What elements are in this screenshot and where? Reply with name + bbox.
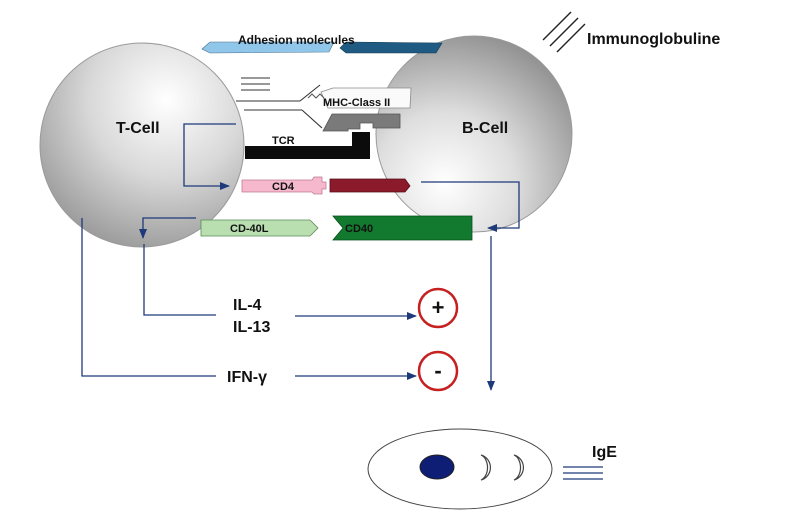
cd40-label: CD40 <box>345 223 373 235</box>
cd4-molecule <box>241 176 327 195</box>
t-cell-receptor-lines-icon <box>236 77 323 129</box>
t-cell-body <box>39 42 245 248</box>
ifn-path-arrow <box>81 218 216 377</box>
plus-sign-circle <box>417 287 459 329</box>
bcell-to-cd40-arrow <box>421 181 520 232</box>
crescent-icon <box>480 454 492 481</box>
b-cell-label: B-Cell <box>462 120 508 137</box>
tcr-receptor <box>245 132 370 159</box>
mhc-zigzag-icon <box>307 93 325 99</box>
mhc-class-ii-light <box>320 87 412 109</box>
t-cell-label: T-Cell <box>116 120 160 137</box>
mhc-label: MHC-Class II <box>323 97 390 109</box>
immunoglobuline-label: Immunoglobuline <box>587 31 720 48</box>
adhesion-molecule-b <box>339 41 443 54</box>
crescent-icon <box>513 454 525 481</box>
il13-label: IL-13 <box>233 319 270 336</box>
cd4-partner-molecule <box>329 178 411 193</box>
il4-path-arrow <box>143 244 216 316</box>
cd40l-molecule <box>200 219 319 237</box>
signal-arrows <box>81 123 520 391</box>
cd4-label: CD4 <box>272 181 295 193</box>
cd40-molecule <box>332 215 473 241</box>
immunoglobuline-icon <box>542 11 586 53</box>
tcr-label: TCR <box>272 135 295 147</box>
mhc-class-ii-dark <box>322 113 401 132</box>
ige-label: IgE <box>592 444 617 461</box>
plasma-cell <box>367 428 553 510</box>
minus-sign-label: - <box>434 358 441 383</box>
minus-sign-circle <box>417 350 459 392</box>
tcell-to-cd4-arrow <box>183 123 236 190</box>
b-cell-body <box>375 35 573 233</box>
ige-lines-icon <box>563 466 603 480</box>
plasma-cell-nucleus <box>419 454 455 480</box>
adhesion-molecule-t <box>201 41 335 54</box>
ifn-gamma-label: IFN-γ <box>227 369 267 386</box>
il4-label: IL-4 <box>233 297 262 314</box>
plus-sign-label: + <box>432 295 445 320</box>
adhesion-label: Adhesion molecules <box>238 33 355 47</box>
cd40l-label: CD-40L <box>230 223 269 235</box>
tcell-internal-arrow <box>139 217 196 239</box>
